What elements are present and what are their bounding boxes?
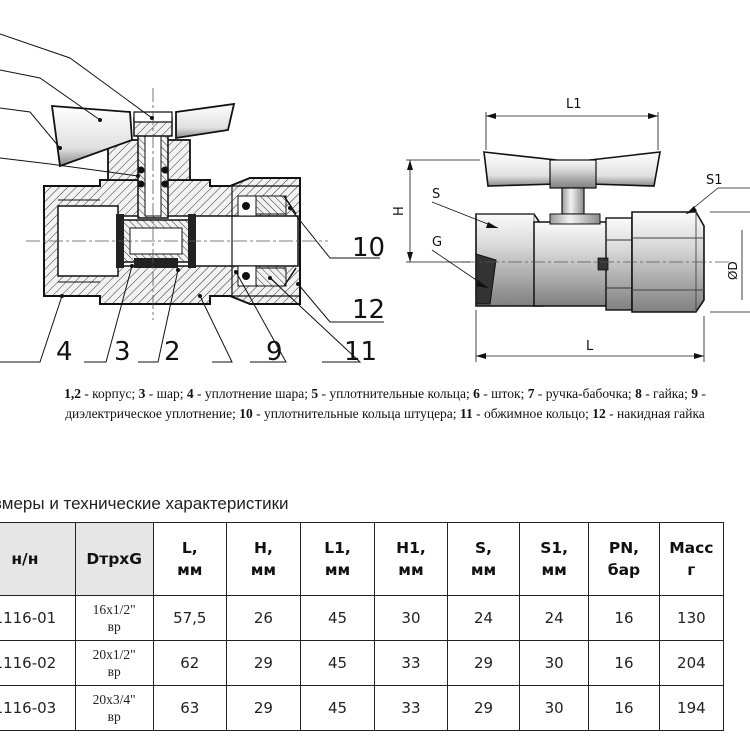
cell-H: 26 bbox=[225, 595, 301, 641]
callout-12: 12 bbox=[352, 295, 385, 325]
legend-item: 4 - уплотнение шара; bbox=[186, 386, 312, 401]
cell-mass: 130 bbox=[658, 595, 725, 641]
cell-H1: 33 bbox=[374, 640, 448, 686]
valve-drawing: 4 3 2 9 11 10 12 bbox=[0, 33, 750, 367]
cell-L1: 45 bbox=[299, 595, 376, 641]
dim-G: G bbox=[432, 235, 442, 250]
cell-S: 29 bbox=[446, 685, 521, 731]
table-row: 1116-01 16х1/2"вр 57,5 26 45 30 24 24 16… bbox=[0, 595, 725, 641]
cell-S1: 30 bbox=[519, 640, 590, 686]
legend-item: 10 - уплотнительные кольца штуцера; bbox=[239, 406, 460, 421]
legend-item: 1,2 - корпус; bbox=[64, 386, 139, 401]
cell-H1: 33 bbox=[374, 685, 448, 731]
cell-mass: 204 bbox=[658, 640, 725, 686]
legend-item: 12 - накидная гайка bbox=[592, 406, 705, 421]
legend-item: 9 - диэлектрическое уплотнение; bbox=[65, 386, 706, 421]
legend-item: 8 - гайка; bbox=[635, 386, 692, 401]
cell-L: 57,5 bbox=[152, 595, 227, 641]
cell-L1: 45 bbox=[299, 640, 376, 686]
cell-PN: 16 bbox=[588, 640, 660, 686]
col-header-dg: DтрxG bbox=[74, 522, 154, 596]
cell-code: 1116-03 bbox=[0, 685, 76, 731]
dim-L: L bbox=[586, 339, 594, 354]
cell-S: 29 bbox=[446, 640, 521, 686]
col-header-H: H,мм bbox=[225, 522, 301, 596]
col-header-code: н/н bbox=[0, 522, 76, 596]
cell-dg: 20х3/4"вр bbox=[74, 685, 154, 731]
col-header-L: L,мм bbox=[152, 522, 227, 596]
dim-L1: L1 bbox=[566, 97, 582, 112]
cell-mass: 194 bbox=[658, 685, 725, 731]
cell-H1: 30 bbox=[374, 595, 448, 641]
col-header-S: S,мм bbox=[446, 522, 521, 596]
table-header-row: н/н DтрxG L,мм H,мм L1,мм H1,мм S,мм S1,… bbox=[0, 522, 725, 596]
cell-dg: 20х1/2"вр bbox=[74, 640, 154, 686]
specs-table: н/н DтрxG L,мм H,мм L1,мм H1,мм S,мм S1,… bbox=[0, 522, 725, 731]
cell-H: 29 bbox=[225, 640, 301, 686]
legend-item: 11 - обжимное кольцо; bbox=[459, 406, 593, 421]
cell-H: 29 bbox=[225, 685, 301, 731]
cell-S1: 30 bbox=[519, 685, 590, 731]
external-view: L1 L H S G S1 ØD bbox=[392, 97, 750, 362]
col-header-H1: H1,мм bbox=[374, 522, 448, 596]
cell-S1: 24 bbox=[519, 595, 590, 641]
callout-11: 11 bbox=[344, 337, 377, 367]
cell-PN: 16 bbox=[588, 595, 660, 641]
callout-3: 3 bbox=[114, 337, 131, 367]
callout-10: 10 bbox=[352, 233, 385, 263]
cell-S: 24 bbox=[446, 595, 521, 641]
dim-H: H bbox=[392, 206, 407, 216]
specs-title: змеры и технические характеристики bbox=[0, 494, 289, 513]
dim-S1: S1 bbox=[706, 173, 723, 188]
dim-D: ØD bbox=[726, 261, 740, 280]
col-header-S1: S1,мм bbox=[519, 522, 590, 596]
legend-item: 3 - шар; bbox=[138, 386, 187, 401]
callout-4: 4 bbox=[56, 337, 73, 367]
cell-L: 63 bbox=[152, 685, 227, 731]
col-header-L1: L1,мм bbox=[299, 522, 376, 596]
table-row: 1116-03 20х3/4"вр 63 29 45 33 29 30 16 1… bbox=[0, 685, 725, 731]
dim-S: S bbox=[432, 187, 440, 202]
cell-code: 1116-01 bbox=[0, 595, 76, 641]
parts-legend: 1,2 - корпус; 3 - шар; 4 - уплотнение ша… bbox=[60, 384, 710, 424]
cell-dg: 16х1/2"вр bbox=[74, 595, 154, 641]
cell-L1: 45 bbox=[299, 685, 376, 731]
cell-code: 1116-02 bbox=[0, 640, 76, 686]
legend-item: 7 - ручка-бабочка; bbox=[527, 386, 636, 401]
callout-2: 2 bbox=[164, 337, 181, 367]
cell-PN: 16 bbox=[588, 685, 660, 731]
callout-9: 9 bbox=[266, 337, 283, 367]
col-header-PN: PN,бар bbox=[588, 522, 660, 596]
cell-L: 62 bbox=[152, 640, 227, 686]
legend-item: 5 - уплотнительные кольца; bbox=[311, 386, 474, 401]
section-view: 4 3 2 9 11 10 12 bbox=[0, 33, 385, 367]
table-row: 1116-02 20х1/2"вр 62 29 45 33 29 30 16 2… bbox=[0, 640, 725, 686]
legend-item: 6 - шток; bbox=[473, 386, 528, 401]
